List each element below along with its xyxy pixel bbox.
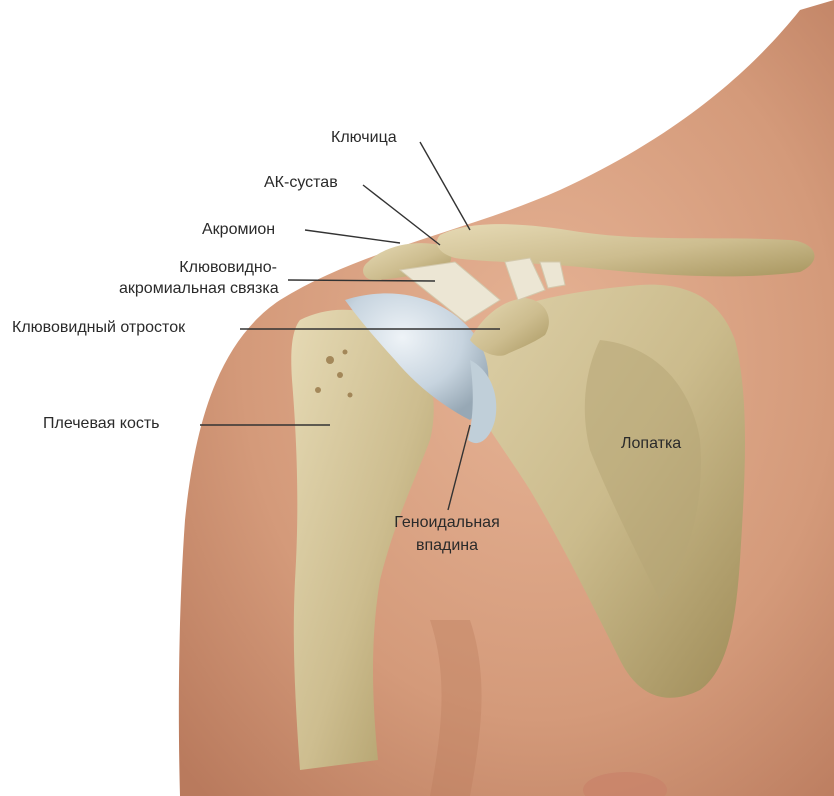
- glenoid-leader: [448, 425, 470, 510]
- label-acromion: Акромион: [202, 220, 275, 239]
- label-glenoid-line2: впадина: [387, 536, 507, 555]
- clavicle-leader: [420, 142, 470, 230]
- label-glenoid-line1: Геноидальная: [387, 513, 507, 532]
- label-humerus: Плечевая кость: [43, 414, 160, 433]
- label-ac-joint: АК-сустав: [264, 173, 338, 192]
- acromion-leader: [305, 230, 400, 243]
- label-cac-ligament-line1: Клювовидно-: [147, 258, 277, 277]
- label-scapula: Лопатка: [621, 434, 681, 453]
- label-coracoid: Клювовидный отросток: [12, 318, 185, 337]
- label-cac-ligament-line2: акромиальная связка: [119, 279, 277, 298]
- label-clavicle: Ключица: [331, 128, 397, 147]
- ac-joint-leader: [363, 185, 440, 245]
- cac-ligament-leader: [288, 280, 435, 281]
